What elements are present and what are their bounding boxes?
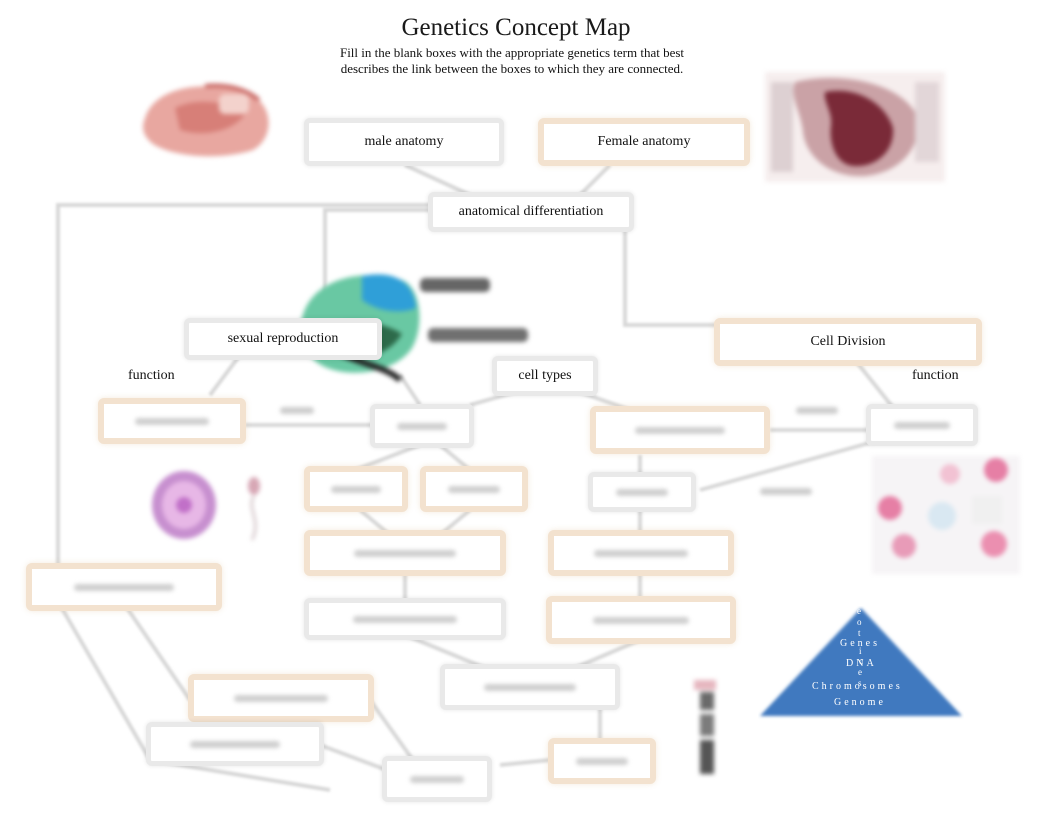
- pyramid-vertical-letter: c: [859, 656, 863, 666]
- male-anatomy-illustration: [135, 78, 280, 160]
- blank-box-diploid-number[interactable]: [546, 596, 736, 644]
- blank-box-haploid[interactable]: [304, 530, 506, 576]
- blank-box-phenotype[interactable]: [146, 722, 324, 766]
- cell-division-box: Cell Division: [714, 318, 982, 366]
- blurred-link-label-1: [280, 407, 314, 414]
- pyramid-vertical-letter: s: [858, 678, 862, 688]
- blank-box-egg[interactable]: [304, 466, 408, 512]
- instructions-text: Fill in the blank boxes with the appropr…: [339, 45, 685, 76]
- female-anatomy-label: Female anatomy: [597, 134, 691, 149]
- sexual-reproduction-label: sexual reproduction: [227, 331, 339, 346]
- mitosis-stages-illustration: [872, 456, 1020, 574]
- function-label-right: function: [912, 368, 959, 383]
- pyramid-vertical-letter: t: [858, 628, 861, 638]
- blurred-link-label-3: [760, 488, 812, 495]
- genome-pyramid: [760, 608, 962, 716]
- pyramid-vertical-letter: e: [858, 667, 862, 677]
- blank-box-right-function[interactable]: [866, 404, 978, 446]
- blank-box-diploid[interactable]: [548, 530, 734, 576]
- anatomical-differentiation-box: anatomical differentiation: [428, 192, 634, 232]
- female-anatomy-illustration: [765, 72, 945, 182]
- blank-box-haploid-number[interactable]: [304, 598, 506, 640]
- blank-box-left-trait[interactable]: [26, 563, 222, 611]
- pyramid-level-genome: Genome: [834, 697, 886, 708]
- pyramid-vertical-letter: e: [857, 606, 861, 616]
- egg-cell-illustration: [148, 468, 220, 543]
- female-anatomy-box: Female anatomy: [538, 118, 750, 166]
- function-label-left: function: [128, 368, 175, 383]
- male-anatomy-box: male anatomy: [304, 118, 504, 166]
- blank-box-somatic[interactable]: [590, 406, 770, 454]
- blank-box-sperm[interactable]: [420, 466, 528, 512]
- male-anatomy-label: male anatomy: [364, 134, 444, 149]
- blurred-link-label-2: [796, 407, 838, 414]
- sperm-cell-illustration: [240, 474, 268, 544]
- cell-types-box: cell types: [492, 356, 598, 396]
- pyramid-level-chromosomes: Chromosomes: [812, 681, 903, 692]
- dna-strip-illustration: [690, 678, 722, 778]
- pyramid-vertical-letter: o: [857, 617, 862, 627]
- cell-types-label: cell types: [518, 368, 572, 383]
- blank-box-genotype[interactable]: [188, 674, 374, 722]
- anatomical-differentiation-label: anatomical differentiation: [458, 204, 604, 219]
- page-title: Genetics Concept Map: [401, 14, 631, 41]
- blank-box-gametes[interactable]: [370, 404, 474, 448]
- blank-box-gene[interactable]: [548, 738, 656, 784]
- cell-division-label: Cell Division: [810, 334, 886, 349]
- pyramid-level-genes: Genes: [840, 638, 880, 649]
- pyramid-level-dna: DNA: [846, 658, 877, 669]
- blank-box-left-function[interactable]: [98, 398, 246, 444]
- blank-box-body-cell[interactable]: [588, 472, 696, 512]
- pyramid-vertical-letter: i: [859, 646, 862, 656]
- blank-box-allele[interactable]: [382, 756, 492, 802]
- blank-box-chromosome-pair[interactable]: [440, 664, 620, 710]
- sexual-reproduction-box: sexual reproduction: [184, 318, 382, 360]
